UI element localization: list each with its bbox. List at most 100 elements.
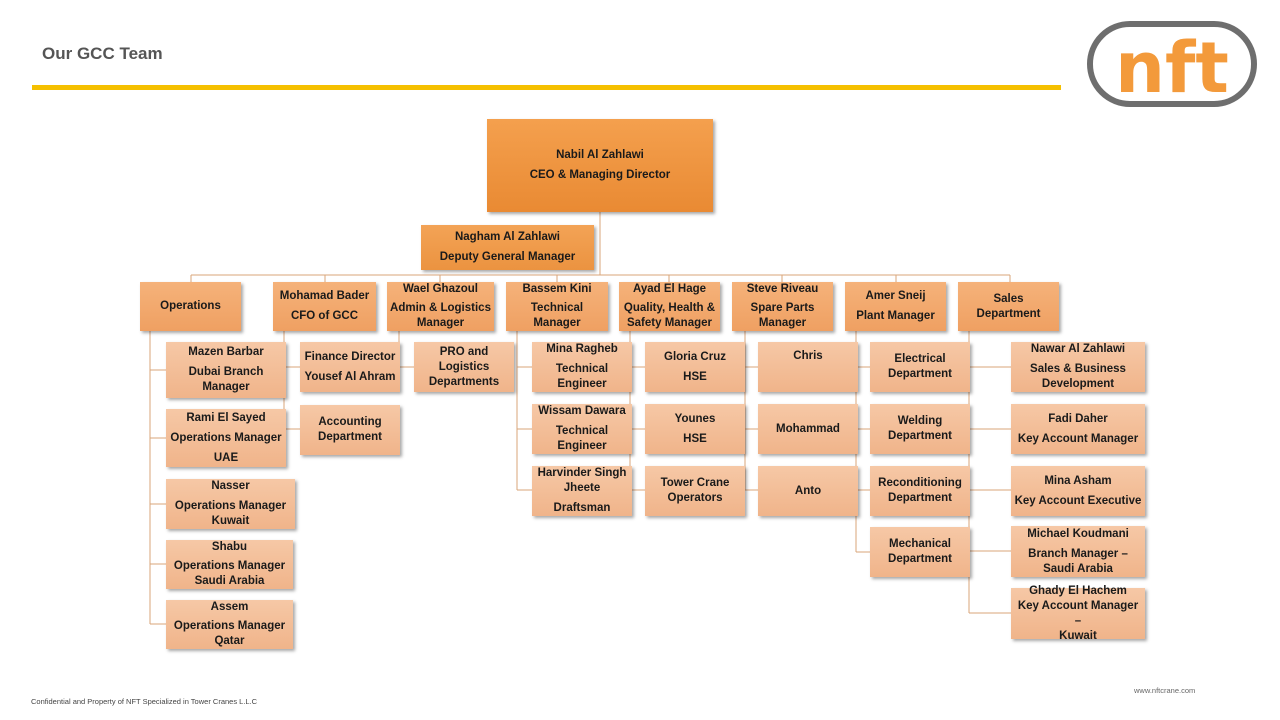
org-node-staff: Michael Koudmani Branch Manager – Saudi … <box>1011 526 1145 577</box>
node-line: Wissam Dawara <box>538 405 626 417</box>
node-line: Chris <box>793 350 823 362</box>
node-line: Technical <box>555 363 609 375</box>
node-line: Amer Sneij <box>865 290 926 302</box>
node-line: Mohamad Bader <box>279 290 370 302</box>
org-node-staff: Fadi Daher Key Account Manager <box>1011 404 1145 454</box>
node-line: HSE <box>683 370 707 383</box>
org-node-staff: Younes HSE <box>645 404 745 454</box>
org-node-staff: Finance Director Yousef Al Ahram <box>300 342 400 392</box>
node-line: Department <box>888 368 952 380</box>
node-line: Jheete <box>563 482 601 494</box>
node-line: Accounting <box>318 416 382 428</box>
node-line: Spare Parts <box>750 302 815 314</box>
org-node-staff: Nawar Al Zahlawi Sales & Business Develo… <box>1011 342 1145 392</box>
node-line: Younes <box>674 412 716 425</box>
org-node-technical: Bassem Kini Technical Manager <box>506 282 608 331</box>
node-line: Shabu <box>211 541 248 553</box>
node-line: Mina Ragheb <box>546 343 618 355</box>
node-line: Sales & Business <box>1030 363 1126 375</box>
node-line: Operations Manager <box>173 620 286 632</box>
node-line: Kuwait <box>211 515 250 527</box>
node-line: Plant Manager <box>856 310 935 322</box>
org-node-staff: Mina Asham Key Account Executive <box>1011 466 1145 516</box>
footer-confidential: Confidential and Property of NFT Special… <box>31 697 258 706</box>
org-node-staff: Mechanical Department <box>870 527 970 577</box>
org-node-sales: Sales Department <box>958 282 1059 331</box>
node-line: Sales Department <box>976 292 1041 320</box>
node-line: Assem <box>210 601 249 613</box>
node-line: Mina Asham <box>1044 474 1112 487</box>
node-line: Manager <box>416 317 465 329</box>
node-line: Kuwait <box>1059 629 1097 642</box>
org-node-staff: Welding Department <box>870 404 970 454</box>
node-line: Anto <box>794 484 822 497</box>
node-line: Finance Director <box>304 350 396 363</box>
node-line: PRO and Logistics <box>438 345 490 373</box>
node-line: Development <box>1041 378 1115 390</box>
node-line: Wael Ghazoul <box>403 283 478 295</box>
node-line: Tower Crane <box>660 477 730 489</box>
node-line: Michael Koudmani <box>1027 527 1129 540</box>
node-line: Quality, Health & <box>623 302 716 314</box>
node-line: Admin & Logistics <box>390 302 491 314</box>
org-node-staff: Mazen Barbar Dubai Branch Manager <box>166 342 286 398</box>
node-line: Key Account Manager – <box>1017 599 1139 627</box>
node-line: Departments <box>428 375 500 388</box>
node-role: CEO & Managing Director <box>529 169 671 181</box>
node-line: UAE <box>213 451 239 464</box>
node-line: Manager <box>533 317 581 329</box>
org-node-qhse: Ayad El Hage Quality, Health & Safety Ma… <box>619 282 720 331</box>
node-line: Yousef Al Ahram <box>304 370 396 383</box>
org-node-staff: Harvinder Singh Jheete Draftsman <box>532 466 632 516</box>
org-node-staff: Nasser Operations Manager Kuwait <box>166 479 295 529</box>
page-title: Our GCC Team <box>42 44 163 63</box>
node-line: Bassem Kini <box>522 283 592 295</box>
node-name: Nabil Al Zahlawi <box>556 149 644 161</box>
org-node-staff: Mohammad <box>758 404 858 454</box>
node-line: Ghady El Hachem <box>1029 584 1127 597</box>
org-node-staff: Mina Ragheb Technical Engineer <box>532 342 632 392</box>
node-line: Mechanical <box>889 538 951 550</box>
node-line: Operations Manager <box>170 431 282 444</box>
node-role: Deputy General Manager <box>439 251 576 263</box>
node-line: HSE <box>683 432 707 445</box>
nft-logo-icon: nft <box>1087 21 1257 108</box>
node-line: Safety Manager <box>626 317 712 329</box>
node-line: Mohammad <box>776 422 840 435</box>
node-name: Nagham Al Zahlawi <box>454 231 560 243</box>
org-node-staff: Chris <box>758 342 858 392</box>
node-line: Branch Manager – <box>1028 547 1128 560</box>
node-line: Engineer <box>557 378 607 390</box>
node-line: Technical <box>530 302 584 314</box>
org-node-staff: Rami El Sayed Operations Manager UAE <box>166 409 286 467</box>
node-line: Harvinder Singh <box>537 467 627 479</box>
header-divider <box>32 85 1061 90</box>
logo-text: nft <box>1115 27 1229 108</box>
node-line: Saudi Arabia <box>194 575 265 587</box>
node-line: Engineer <box>557 440 607 452</box>
org-node-staff: Ghady El Hachem Key Account Manager – Ku… <box>1011 585 1145 642</box>
org-node-staff: PRO and Logistics Departments <box>414 342 514 392</box>
node-line: Operations Manager <box>173 560 286 572</box>
node-line: Technical <box>555 425 609 437</box>
node-line: Fadi Daher <box>1048 412 1108 425</box>
node-line: Mazen Barbar <box>188 346 264 358</box>
footer-website: www.nftcrane.com <box>1134 686 1196 695</box>
org-node-staff: Electrical Department <box>870 342 970 392</box>
org-node-staff: Gloria Cruz HSE <box>645 342 745 392</box>
node-line: Rami El Sayed <box>186 411 266 424</box>
node-line: Key Account Manager <box>1017 432 1139 445</box>
org-node-plant: Amer Sneij Plant Manager <box>845 282 946 331</box>
org-node-deputy: Nagham Al Zahlawi Deputy General Manager <box>421 225 594 270</box>
org-node-staff: Accounting Department <box>300 405 400 455</box>
node-line: Operations <box>160 300 221 312</box>
node-line: Department <box>888 430 952 442</box>
node-line: Dubai Branch <box>188 366 264 378</box>
node-line: Department <box>318 431 382 443</box>
node-line: CFO of GCC <box>290 310 359 322</box>
node-line: Saudi Arabia <box>1043 562 1113 575</box>
org-node-ceo: Nabil Al Zahlawi CEO & Managing Director <box>487 119 713 212</box>
node-line: Nasser <box>211 480 250 492</box>
org-node-staff: Wissam Dawara Technical Engineer <box>532 404 632 454</box>
node-line: Gloria Cruz <box>664 350 726 363</box>
